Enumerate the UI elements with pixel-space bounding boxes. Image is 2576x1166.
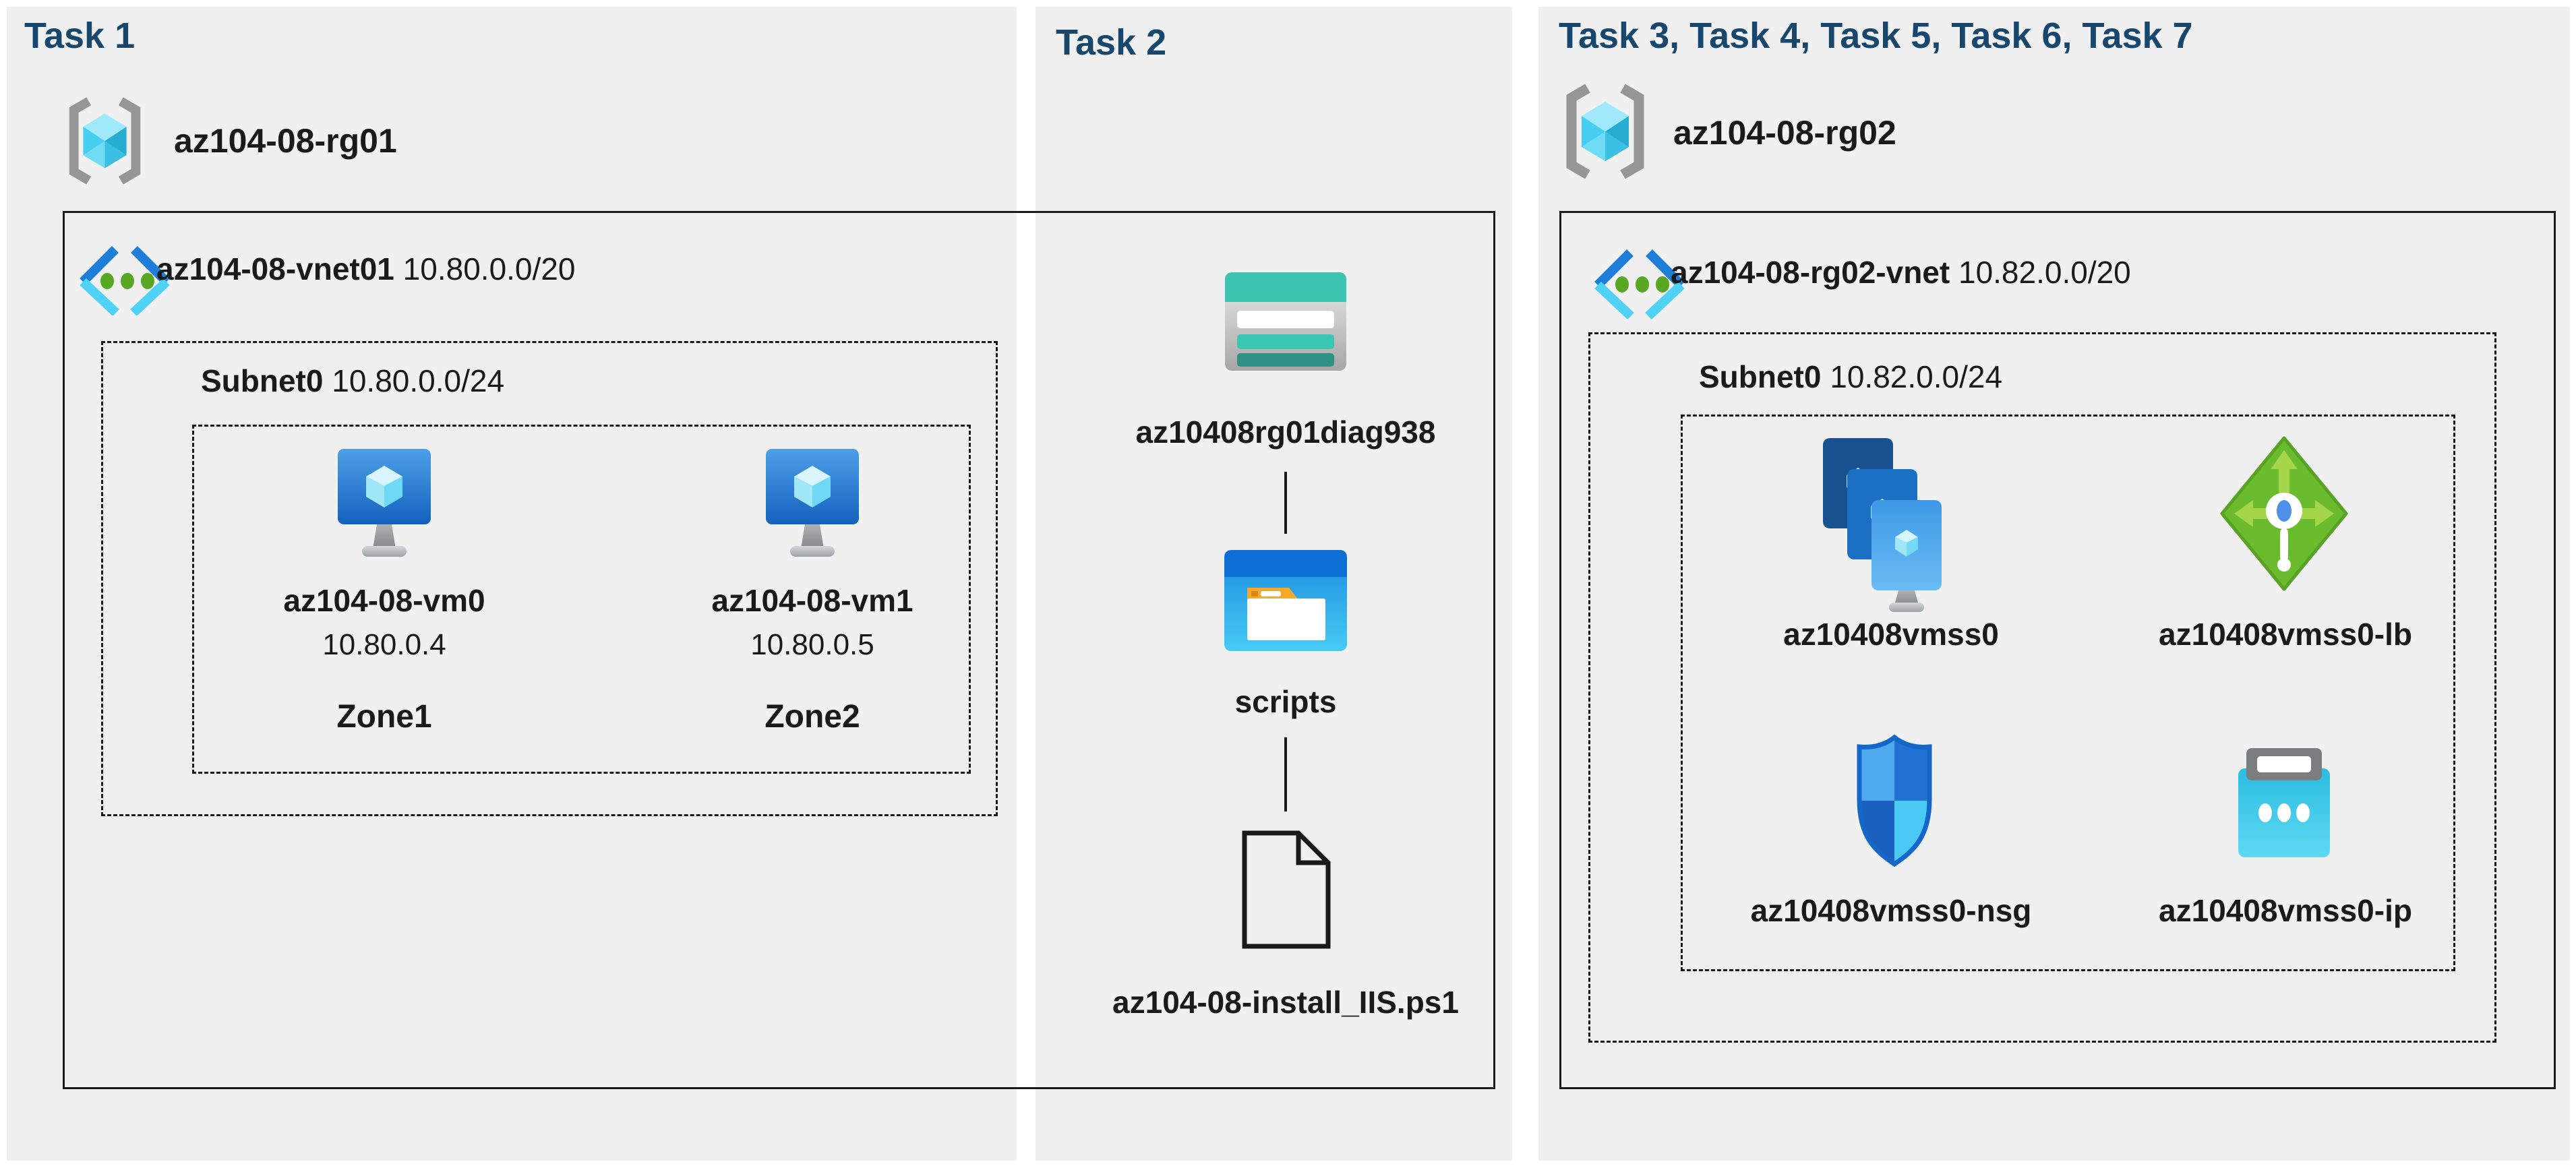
nsg-label: az10408vmss0-nsg <box>1750 893 2032 928</box>
task2-title: Task 2 <box>1056 22 1167 63</box>
panel-task1 <box>7 7 1017 1161</box>
rg02-boundary-box <box>1559 211 2556 1089</box>
virtual-machine-icon <box>338 449 431 557</box>
scripts-container-label: scripts <box>1234 684 1337 719</box>
resource-group-2-label: az104-08-rg02 <box>1673 114 1896 152</box>
vnet1-label: az104-08-vnet01 10.80.0.0/20 <box>156 251 575 287</box>
vnet3-name: az104-08-rg02-vnet <box>1671 255 1950 290</box>
vnet1-cidr: 10.80.0.0/20 <box>402 251 576 286</box>
script-file-label: az104-08-install_IIS.ps1 <box>1112 985 1459 1020</box>
vnet3-label: az104-08-rg02-vnet 10.82.0.0/20 <box>1671 254 2131 290</box>
resource-group-icon <box>69 97 141 185</box>
storage-account-icon <box>1225 272 1346 371</box>
virtual-machine-icon <box>766 449 859 557</box>
virtual-network-icon <box>1594 249 1685 319</box>
vm1-ip: 10.80.0.5 <box>750 628 874 661</box>
network-security-group-icon <box>1857 735 1932 867</box>
public-ip-icon <box>2238 748 2330 857</box>
subnet3-cidr: 10.82.0.0/24 <box>1830 359 2003 394</box>
subnet0-box-rg02 <box>1588 332 2496 1043</box>
connector-storage-to-scripts <box>1284 472 1287 534</box>
connector-scripts-to-file <box>1284 737 1287 811</box>
vmss-resources-box <box>1681 415 2455 971</box>
vm1-zone: Zone2 <box>765 699 860 735</box>
blob-container-folder-icon <box>1224 550 1347 651</box>
vnet1-name: az104-08-vnet01 <box>156 251 394 286</box>
rg01-boundary-box <box>63 211 1495 1089</box>
load-balancer-label: az10408vmss0-lb <box>2159 617 2412 652</box>
task1-title: Task 1 <box>24 16 136 56</box>
subnet1-cidr: 10.80.0.0/24 <box>332 363 505 398</box>
vm-scale-set-icon <box>1823 438 1942 612</box>
public-ip-label: az10408vmss0-ip <box>2159 893 2412 928</box>
vm1-name: az104-08-vm1 <box>711 583 913 618</box>
subnet1-label: Subnet0 10.80.0.0/24 <box>201 363 504 399</box>
subnet0-box-rg01 <box>101 341 998 816</box>
zones-box <box>192 425 971 774</box>
vnet3-cidr: 10.82.0.0/20 <box>1958 255 2131 290</box>
resource-group-1-label: az104-08-rg01 <box>174 122 397 160</box>
task3-title: Task 3, Task 4, Task 5, Task 6, Task 7 <box>1559 16 2193 56</box>
load-balancer-icon <box>2220 436 2348 591</box>
subnet3-name: Subnet0 <box>1699 359 1822 394</box>
vm0-name: az104-08-vm0 <box>283 583 485 618</box>
vmss-label: az10408vmss0 <box>1783 617 1999 652</box>
subnet3-label: Subnet0 10.82.0.0/24 <box>1699 359 2002 395</box>
subnet1-name: Subnet0 <box>201 363 324 398</box>
virtual-network-icon <box>80 246 170 315</box>
vm0-ip: 10.80.0.4 <box>322 628 446 661</box>
vm0-zone: Zone1 <box>336 699 432 735</box>
file-icon <box>1242 830 1331 949</box>
resource-group-icon <box>1566 84 1644 179</box>
panel-task3-7 <box>1538 7 2570 1161</box>
storage-account-label: az10408rg01diag938 <box>1135 415 1436 450</box>
